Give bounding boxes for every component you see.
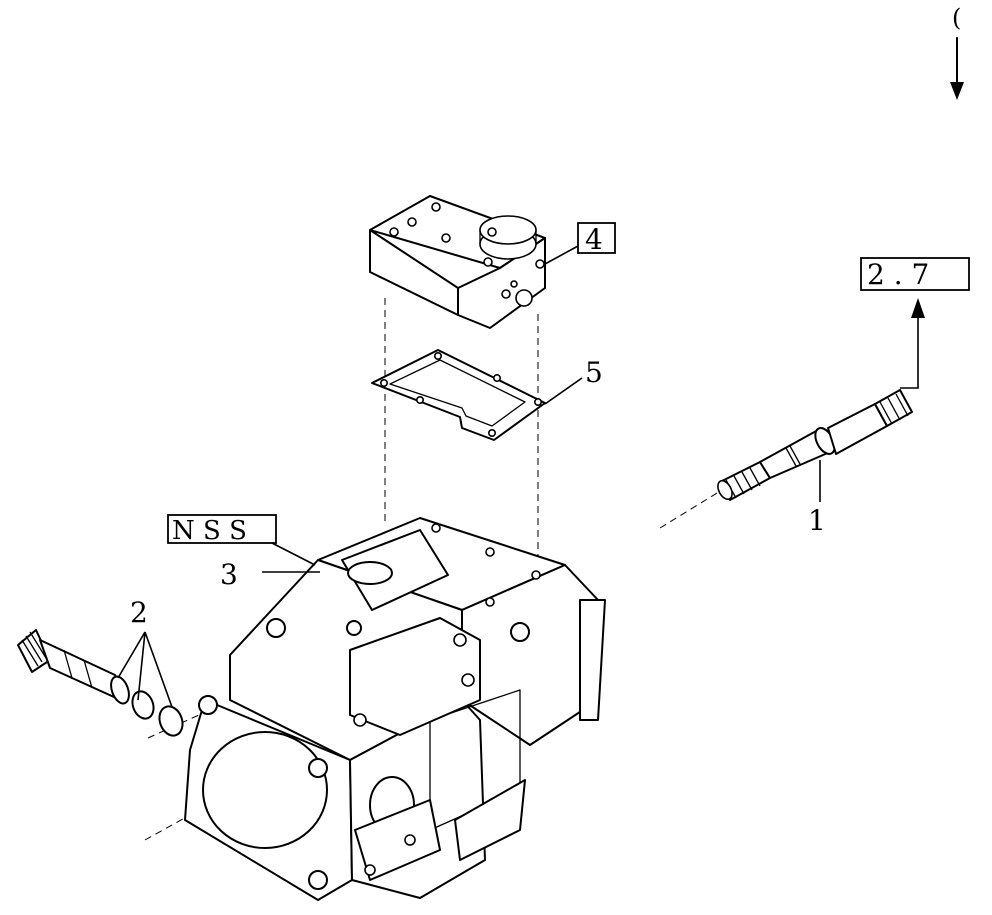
part-5-gasket [371,349,546,441]
corner-mark-text: ( [952,4,961,32]
leader-ref-2-7 [900,316,919,389]
gasket-outline [371,349,546,441]
leader-2b [137,631,146,701]
callout-4: 4 [585,223,603,256]
part-4-valve-cover [369,195,546,329]
orientation-marker: ( [950,4,964,100]
housing-bolt [308,758,328,778]
leader-4 [544,245,579,265]
callout-1: 1 [808,504,826,537]
housing-rear-rib [579,599,606,721]
o-ring-2 [158,705,184,737]
housing-bolt [346,620,362,636]
housing-bolt [198,695,218,715]
cover-right-face [457,237,546,329]
housing-bolt [308,870,328,890]
housing-side-flange [349,617,481,736]
reference-box-nss: N S S [167,514,277,546]
reference-box-2-7: 2 . 7 [860,257,970,291]
housing-top-block [341,529,449,611]
housing-front-cover [202,731,328,849]
gasket-opening [389,359,526,427]
leader-lines [117,245,925,708]
housing-bottom-flange [354,799,441,881]
callout-3: 3 [220,558,238,591]
leader-2a [117,631,146,679]
callout-2: 2 [130,596,148,629]
reference-box-4: 4 [577,222,616,256]
housing-bolt [266,618,286,638]
ref-nss-text: N S S [172,516,247,546]
o-ring-1 [131,690,155,720]
cover-plug [515,289,533,307]
housing-bolt [510,622,530,642]
leader-5 [544,377,583,405]
part-2-shaft-and-seals [17,629,184,737]
callout-5: 5 [585,356,603,389]
part-1-input-shaft [717,389,913,501]
cover-boss-top [479,215,537,245]
down-arrow-head [950,82,964,100]
ref-arrow-head [911,298,925,318]
leader-nss [271,542,316,566]
housing-top-port [347,561,393,585]
ref-2-7-text: 2 . 7 [867,258,929,291]
shaft-axis-line [659,489,723,529]
part-3-pump-housing [184,517,606,901]
leader-2c [144,631,173,708]
